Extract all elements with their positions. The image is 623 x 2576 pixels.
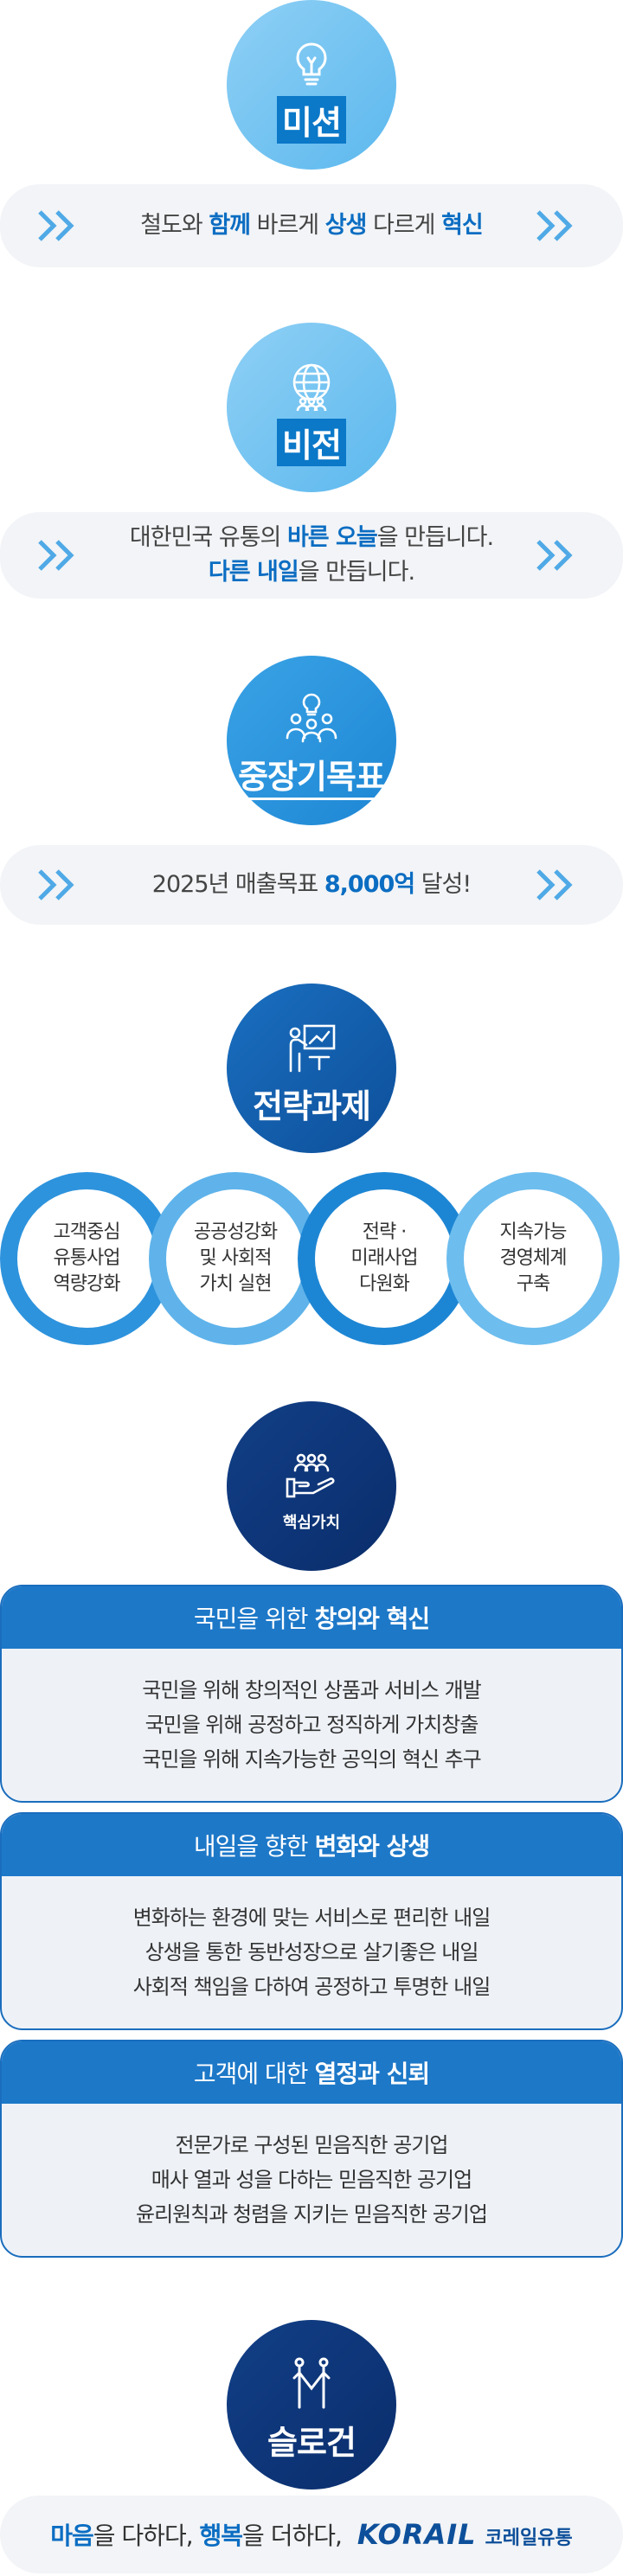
value-card-body: 변화하는 환경에 맞는 서비스로 편리한 내일 상생을 통한 동반성장으로 살기… — [132, 1906, 491, 1999]
text-segment: 바르게 — [250, 211, 325, 239]
highlight-text: 함께 — [209, 211, 251, 239]
vision-line-1: 대한민국 유통의 바른 오늘을 만듭니다. — [129, 521, 494, 556]
mission-title: 미션 — [277, 95, 346, 144]
text-segment: 달성! — [414, 870, 472, 898]
mission-band: 철도와 함께 바르게 상생 다르게 혁신 — [0, 184, 623, 267]
mission-text: 철도와 함께 바르게 상생 다르게 혁신 — [140, 208, 484, 244]
highlight-text: 상생 — [324, 211, 368, 239]
mission-circle: 미션 — [227, 0, 396, 170]
text-segment: 대한민국 유통의 — [129, 523, 287, 551]
value-card-body: 전문가로 구성된 믿음직한 공기업 매사 열과 성을 다하는 믿음직한 공기업 … — [136, 2133, 488, 2227]
core-values-circle: 핵심가치 — [227, 1401, 396, 1571]
text-segment: 을 다하다, — [93, 2522, 200, 2550]
double-chevron-right-icon — [536, 210, 573, 241]
highlight-text: 다른 내일 — [208, 559, 299, 586]
presenter-board-icon — [289, 1024, 336, 1072]
vision-band: 대한민국 유통의 바른 오늘을 만듭니다. 다른 내일을 만듭니다. — [0, 512, 623, 599]
slogan-title: 슬로건 — [267, 2423, 356, 2462]
handshake-people-icon — [292, 2357, 331, 2408]
korail-brand-kr: 코레일유통 — [485, 2528, 573, 2549]
text-segment: 다르게 — [366, 211, 442, 239]
text-segment: 철도와 — [140, 211, 209, 239]
double-chevron-right-icon — [38, 869, 74, 900]
strategy-item-line: 지속가능 — [499, 1221, 568, 1244]
strategy-item-line: 전략 · — [362, 1221, 407, 1244]
vision-line-2: 다른 내일을 만듭니다. — [130, 555, 493, 591]
korail-brand: KORAIL — [356, 2518, 477, 2551]
strategy-item-line: 구축 — [516, 1272, 550, 1295]
strategy-item-line: 다원화 — [359, 1272, 410, 1295]
value-card-body: 국민을 위해 창의적인 상품과 서비스 개발 국민을 위해 공정하고 정직하게 … — [142, 1678, 482, 1772]
korail-logo: KORAIL 코레일유통 — [357, 2518, 573, 2551]
highlight-text: 행복 — [199, 2522, 244, 2550]
strategy-item-line: 고객중심 — [53, 1221, 121, 1244]
text-segment: 2025년 매출목표 — [151, 870, 324, 898]
target-band: 2025년 매출목표 8,000억 달성! — [0, 845, 623, 925]
hand-people-icon — [286, 1453, 335, 1498]
vision-title: 비전 — [277, 418, 346, 466]
double-chevron-right-icon — [38, 210, 74, 241]
strategy-item-line: 경영체계 — [499, 1247, 568, 1270]
target-text: 2025년 매출목표 8,000억 달성! — [151, 868, 472, 903]
lightbulb-icon — [296, 42, 327, 85]
strategy-item-line: 역량강화 — [53, 1272, 121, 1295]
strategy-item-line: 및 사회적 — [199, 1247, 273, 1270]
text-segment: 을 만듭니다. — [298, 559, 415, 586]
strategy-item-line: 미래사업 — [350, 1247, 419, 1270]
highlight-text: 8,000억 — [324, 870, 415, 898]
strategy-title: 전략과제 — [253, 1086, 371, 1125]
globe-people-icon — [292, 363, 331, 411]
slogan-text: 마음을 다하다, 행복을 더하다, — [50, 2517, 343, 2552]
slogan-band: 마음을 다하다, 행복을 더하다, KORAIL 코레일유통 — [0, 2496, 623, 2573]
highlight-text: 바른 오늘 — [286, 523, 378, 551]
highlight-text: 마음 — [50, 2522, 94, 2550]
vision-circle: 비전 — [227, 323, 396, 492]
highlight-text: 혁신 — [441, 211, 484, 239]
strategy-circle: 전략과제 — [227, 984, 396, 1153]
double-chevron-right-icon — [38, 540, 74, 571]
target-circle: 중장기목표 — [227, 656, 396, 825]
core-values-title: 핵심가치 — [282, 1514, 341, 1532]
strategy-item-line: 유통사업 — [53, 1247, 121, 1270]
text-segment: 을 만듭니다. — [376, 523, 494, 551]
double-chevron-right-icon — [536, 869, 573, 900]
target-title: 중장기목표 — [233, 750, 390, 800]
text-segment: 을 더하다, — [242, 2522, 343, 2550]
strategy-item-line: 공공성강화 — [193, 1221, 278, 1244]
slogan-circle: 슬로건 — [227, 2320, 396, 2489]
double-chevron-right-icon — [536, 540, 573, 571]
vision-text: 대한민국 유통의 바른 오늘을 만듭니다. 다른 내일을 만듭니다. — [129, 521, 494, 591]
team-idea-icon — [286, 693, 337, 743]
strategy-item-line: 가치 실현 — [199, 1272, 273, 1295]
